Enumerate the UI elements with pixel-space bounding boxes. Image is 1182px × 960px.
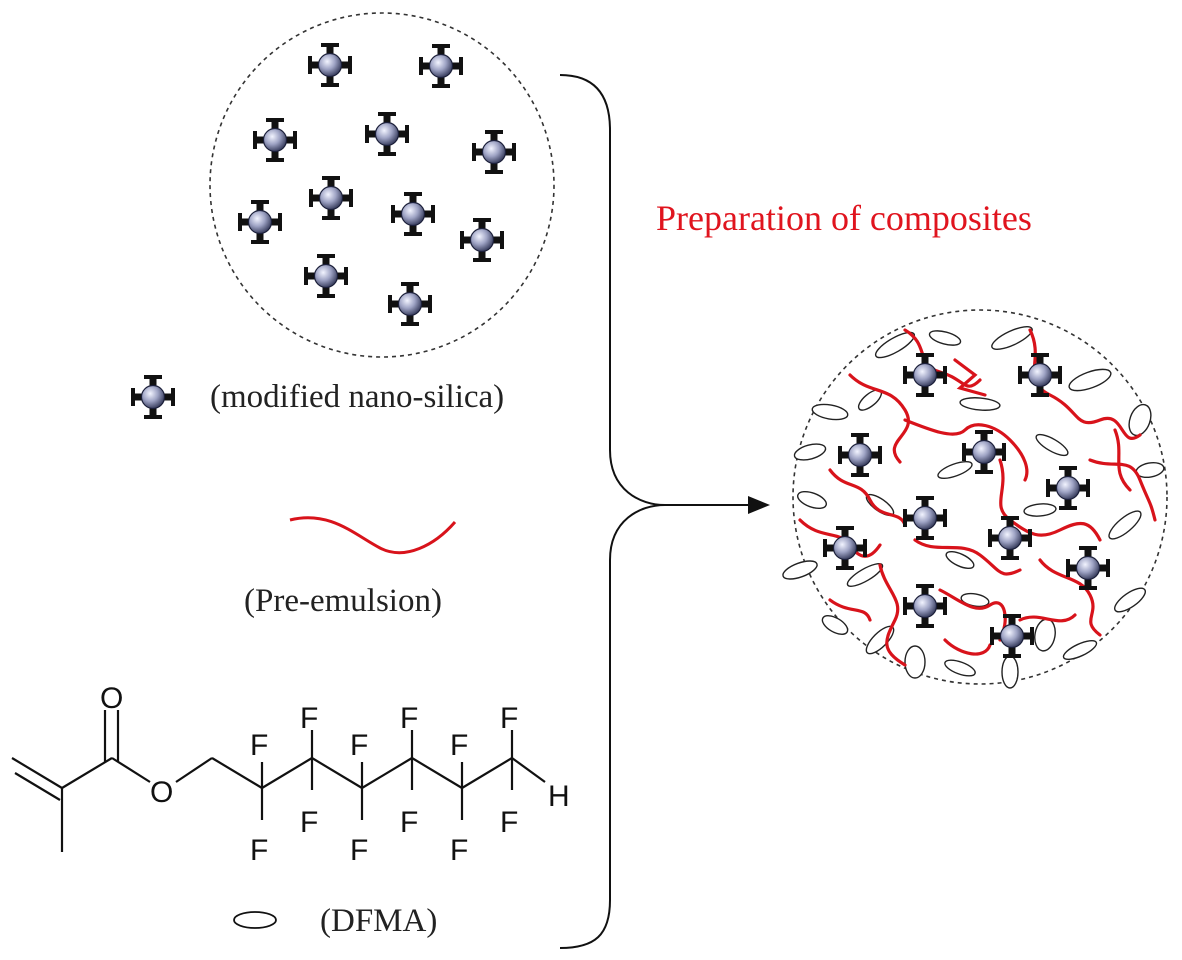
atom-o-carbonyl: O [100, 682, 123, 715]
polymer-chains [798, 328, 1157, 667]
nanosilica-dispersion-circle [209, 12, 555, 358]
nanosilica-particle [303, 253, 349, 299]
nanosilica-particle [237, 199, 283, 245]
polymer-chain [903, 418, 1029, 482]
polymer-chain [1088, 458, 1157, 522]
grouping-brace [559, 74, 666, 949]
nanosilica-particle [308, 175, 354, 221]
legend-preemulsion-label: (Pre-emulsion) [244, 583, 442, 619]
dfma-ellipse [944, 659, 976, 677]
polymer-chain [953, 358, 987, 397]
atom-f: F [350, 729, 368, 762]
nanosilica-particle-icon [130, 374, 176, 420]
dfma-ellipse [811, 403, 849, 421]
atom-o-ester: O [150, 776, 173, 809]
dfma-ellipse [937, 460, 973, 480]
dfma-ellipse [874, 331, 916, 359]
dfma-ellipse [960, 592, 990, 608]
atom-f: F [300, 702, 318, 735]
composite-circle [782, 309, 1168, 689]
polymer-chain [878, 563, 907, 667]
dfma-ellipse [846, 563, 884, 587]
nanosilica-particle [387, 281, 433, 327]
dfma-ellipse [904, 645, 926, 679]
dfma-ellipse [1035, 433, 1069, 457]
dfma-ellipse [1108, 510, 1142, 540]
polymer-chain [938, 588, 1007, 642]
dashed-circle-right [792, 309, 1168, 685]
nanosilica-particle [418, 43, 464, 89]
dfma-ellipse [945, 550, 975, 570]
dfma-ellipse-icon [233, 911, 277, 929]
dfma-ellipse [797, 490, 827, 510]
atom-f: F [250, 729, 268, 762]
process-title: Preparation of composites [656, 198, 1032, 238]
dfma-ellipse [782, 560, 818, 580]
process-arrow [665, 496, 770, 514]
atom-f: F [500, 702, 518, 735]
legend-nanosilica-label: (modified nano-silica) [210, 379, 504, 415]
dfma-ellipse [1114, 587, 1146, 613]
atom-f: F [400, 702, 418, 735]
nanosilica-particle [471, 129, 517, 175]
polymer-chain-icon [289, 516, 457, 554]
dfma-structure [11, 710, 546, 852]
dfma-ellipse [1128, 403, 1152, 437]
polymer-chain [848, 373, 910, 464]
polymer-chain [943, 638, 992, 656]
atom-f: F [300, 806, 318, 839]
legend-dfma-label: (DFMA) [320, 903, 437, 939]
nanosilica-particle [252, 117, 298, 163]
dfma-ellipse [1068, 368, 1112, 392]
polymer-chain [1038, 558, 1102, 637]
dfma-ellipse [991, 326, 1033, 350]
atom-f: F [350, 834, 368, 867]
polymer-chain [828, 598, 872, 622]
nanosilica-particle [364, 111, 410, 157]
dfma-ellipse [1001, 655, 1019, 689]
nanosilica-particle [459, 217, 505, 263]
dashed-circle-left [209, 12, 555, 358]
polymer-chain [913, 538, 1022, 576]
atom-f: F [450, 729, 468, 762]
dfma-ellipse [821, 615, 849, 635]
dfma-ellipse [793, 443, 827, 461]
atom-f: F [500, 806, 518, 839]
polymer-chain [1018, 613, 1077, 623]
atom-f: F [400, 806, 418, 839]
atom-f: F [250, 834, 268, 867]
atom-f: F [450, 834, 468, 867]
polymer-chain [1113, 428, 1132, 492]
dfma-ellipses [782, 326, 1165, 689]
nanosilica-particle [307, 42, 353, 88]
atom-h: H [548, 780, 570, 813]
dfma-ellipse [1062, 639, 1098, 661]
dfma-ellipse [1023, 503, 1057, 517]
dfma-ellipse [928, 330, 962, 346]
dfma-ellipse [959, 397, 1001, 411]
nanosilica-particle [390, 191, 436, 237]
polymer-chain [828, 468, 907, 527]
